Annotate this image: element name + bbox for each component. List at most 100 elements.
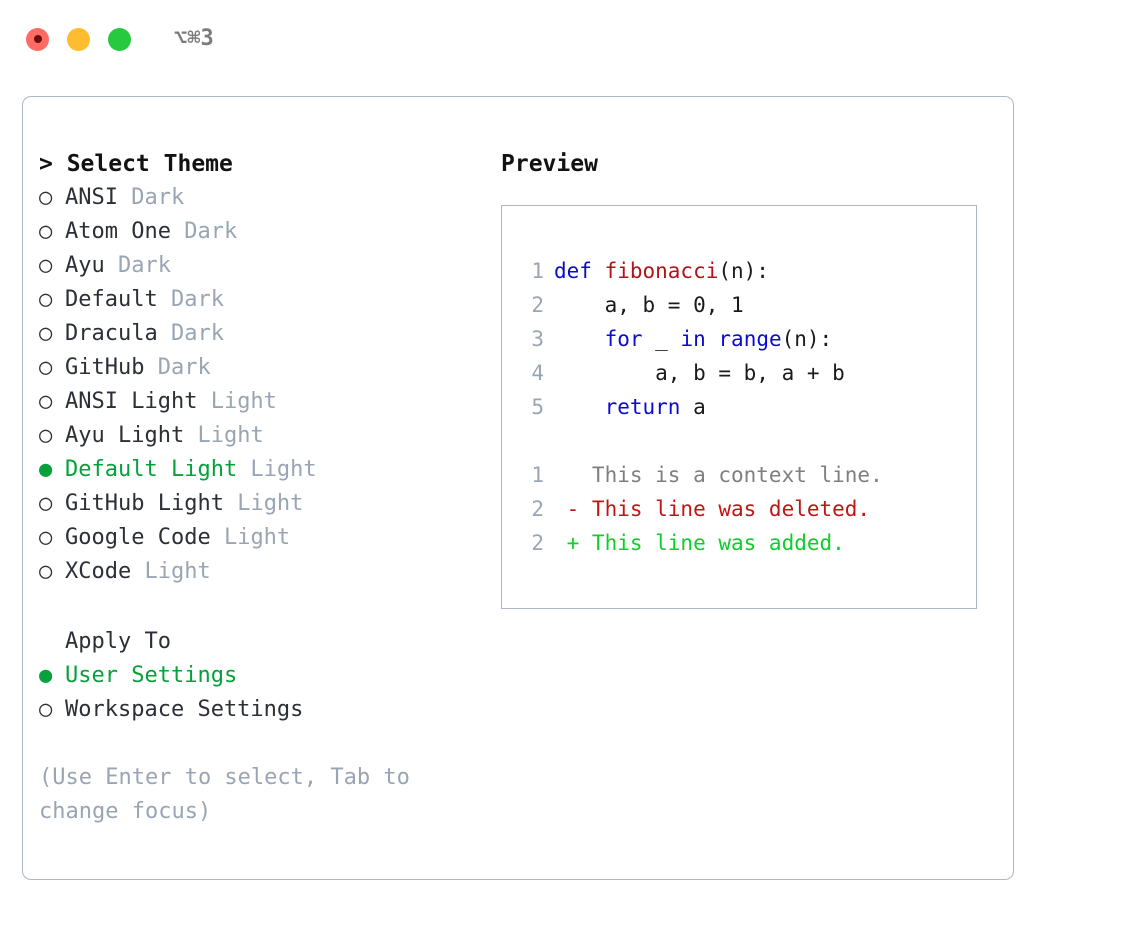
code-token (554, 395, 605, 419)
code-token: for (604, 327, 643, 351)
theme-variant-label: Dark (157, 287, 224, 312)
line-number: 2 (531, 497, 544, 521)
apply-to-label: Workspace Settings (65, 697, 304, 722)
theme-list-item[interactable]: ○ Ayu Light Light (39, 419, 485, 453)
radio-selected-icon: ● (39, 663, 53, 688)
theme-picker-panel: > Select Theme ○ANSI Dark○Atom One Dark○… (22, 96, 1014, 880)
radio-unselected-icon: ○ (39, 525, 53, 550)
radio-unselected-icon: ○ (39, 697, 53, 722)
code-token: def (554, 259, 605, 283)
diff-line: 2 + This line was added. (516, 526, 976, 560)
line-number: 2 (531, 531, 544, 555)
code-token: This is a context line. (554, 463, 883, 487)
theme-variant-label: Light (223, 491, 304, 516)
code-token (554, 327, 605, 351)
preview-header: Preview (501, 151, 598, 177)
code-line: 5 return a (516, 390, 976, 424)
code-token: _ (642, 327, 681, 351)
theme-variant-label: Dark (157, 321, 224, 346)
diff-line: 1 This is a context line. (516, 458, 976, 492)
theme-name-label: Ayu Light (65, 423, 185, 448)
theme-list-item[interactable]: ○Dracula Dark (39, 317, 485, 351)
theme-variant-label: Light (131, 559, 211, 584)
apply-to-item[interactable]: ○ Workspace Settings (39, 693, 485, 727)
line-number: 1 (531, 463, 544, 487)
theme-variant-label: Dark (170, 219, 238, 244)
theme-variant-label: Light (237, 457, 317, 482)
radio-unselected-icon: ○ (39, 321, 53, 346)
apply-to-list[interactable]: ● User Settings ○ Workspace Settings (39, 659, 485, 727)
code-token: fibonacci (604, 259, 719, 283)
theme-variant-label: Dark (104, 253, 171, 278)
code-token: (n): (718, 259, 769, 283)
theme-variant-label: Dark (117, 185, 185, 210)
theme-list-item[interactable]: ○ ANSI Dark (39, 181, 485, 215)
radio-unselected-icon: ○ (39, 253, 53, 278)
apply-to-item[interactable]: ● User Settings (39, 659, 485, 693)
theme-name-label: GitHub Light (65, 491, 224, 516)
line-number: 2 (531, 293, 544, 317)
theme-list-item[interactable]: ○ Atom One Dark (39, 215, 485, 249)
line-number: 4 (531, 361, 544, 385)
radio-unselected-icon: ○ (39, 355, 53, 380)
line-number: 5 (531, 395, 544, 419)
theme-name-label: Atom One (65, 219, 171, 244)
theme-name-label: Default (65, 287, 158, 312)
code-token: range (718, 327, 782, 351)
radio-unselected-icon: ○ (39, 287, 53, 312)
theme-name-label: GitHub (65, 355, 145, 380)
close-button[interactable] (26, 27, 49, 51)
code-line: 3 for _ in range(n): (516, 322, 976, 356)
code-token: a (680, 395, 706, 419)
theme-list-item[interactable]: ●Default Light Light (39, 453, 485, 487)
theme-list-item[interactable]: ○ Google Code Light (39, 521, 485, 555)
theme-list-item[interactable]: ○ Default Dark (39, 283, 485, 317)
code-line: 2 a, b = 0, 1 (516, 288, 976, 322)
section-spacer (39, 589, 485, 625)
code-token: - This line was deleted. (554, 497, 871, 521)
theme-selection-column: > Select Theme ○ANSI Dark○Atom One Dark○… (23, 97, 485, 879)
minimize-button[interactable] (67, 27, 90, 51)
radio-unselected-icon: ○ (39, 559, 53, 584)
code-token: a, b = b, a + b (554, 361, 845, 385)
maximize-button[interactable] (108, 27, 131, 51)
code-line: 1 def fibonacci(n): (516, 254, 976, 288)
radio-unselected-icon: ○ (39, 219, 53, 244)
theme-list-item[interactable]: ○ GitHub Dark (39, 351, 485, 385)
radio-unselected-icon: ○ (39, 185, 53, 210)
select-theme-header: > Select Theme (39, 151, 233, 177)
diff-sample: 1 This is a context line.2 - This line w… (516, 458, 976, 560)
theme-list-item[interactable]: ○ Ayu Dark (39, 249, 485, 283)
theme-list-item[interactable]: ○ XCode Light (39, 555, 485, 589)
code-token: in (680, 327, 706, 351)
code-diff-spacer (516, 424, 976, 458)
radio-selected-icon: ● (39, 457, 53, 482)
radio-unselected-icon: ○ (39, 389, 53, 414)
theme-variant-label: Dark (144, 355, 211, 380)
radio-unselected-icon: ○ (39, 491, 53, 516)
code-token: + This line was added. (554, 531, 845, 555)
keyboard-hint-text: (Use Enter to select, Tab to change focu… (39, 765, 410, 824)
apply-to-label: User Settings (65, 663, 238, 688)
theme-variant-label: Light (184, 423, 264, 448)
radio-unselected-icon: ○ (39, 423, 53, 448)
theme-name-label: Google Code (65, 525, 211, 550)
theme-list[interactable]: ○ ANSI Dark ○ Atom One Dark ○ Ayu Dark ○ Defaul… (39, 181, 485, 589)
line-number: 3 (531, 327, 544, 351)
code-token: a, b = 0, 1 (554, 293, 744, 317)
theme-name-label: ANSI Light (65, 389, 198, 414)
theme-variant-label: Light (210, 525, 291, 550)
line-number: 1 (531, 259, 544, 283)
theme-name-label: ANSI (65, 185, 118, 210)
apply-to-header: Apply To (65, 629, 171, 654)
theme-name-label: XCode (65, 559, 132, 584)
window-controls (26, 27, 131, 51)
title-bar: ⌥⌘3 (0, 0, 1140, 78)
theme-name-label: Ayu (65, 253, 105, 278)
theme-list-item[interactable]: ○ANSI Light Light (39, 385, 485, 419)
theme-list-item[interactable]: ○ GitHub Light Light (39, 487, 485, 521)
diff-line: 2 - This line was deleted. (516, 492, 976, 526)
